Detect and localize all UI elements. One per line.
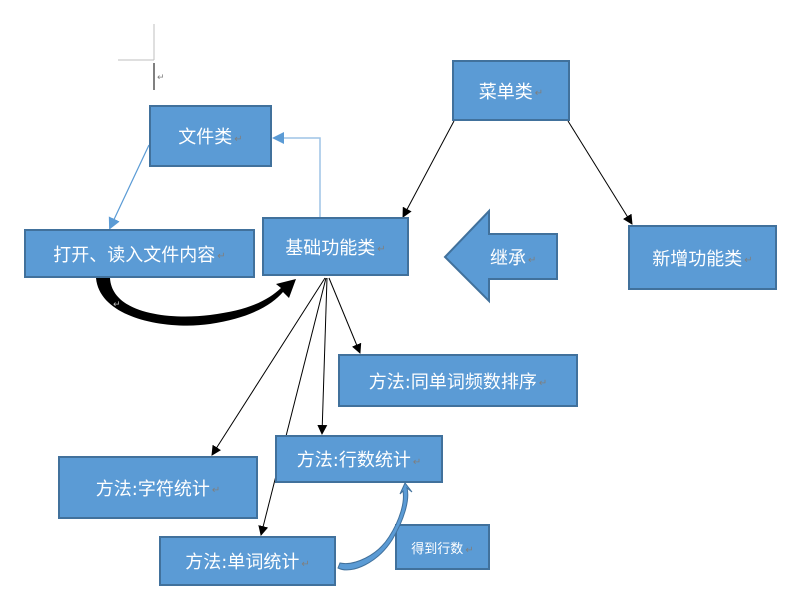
paragraph-mark-icon: ↵: [211, 485, 221, 496]
node-menu-class[interactable]: 菜单类↵: [452, 60, 570, 121]
node-label: 文件类: [178, 127, 233, 148]
node-label: 菜单类: [478, 81, 533, 103]
paragraph-mark-icon: ↵: [528, 254, 537, 266]
inherit-arrow-shape: [443, 208, 558, 304]
node-method-word[interactable]: 方法:单词统计↵: [159, 536, 336, 586]
edge-base-to-char: [211, 277, 326, 456]
node-label: 方法:单词统计: [185, 552, 300, 573]
node-label: 打开、读入文件内容: [53, 244, 216, 266]
paragraph-mark-icon: ↵: [301, 558, 310, 570]
paragraph-mark-icon: ↵: [234, 133, 243, 145]
paragraph-mark-icon: ↵: [744, 255, 753, 266]
node-base-class[interactable]: 基础功能类↵: [262, 217, 409, 276]
paragraph-mark-icon: ↵: [465, 544, 474, 556]
node-new-feature-class[interactable]: 新增功能类↵: [628, 225, 777, 290]
node-label: 基础功能类: [285, 237, 376, 259]
edge-open-to-base: [96, 278, 296, 326]
node-label: 方法:同单词频数排序: [368, 371, 537, 393]
paragraph-mark-icon: ↵: [534, 88, 544, 99]
node-label: 得到行数: [411, 541, 464, 557]
paragraph-mark-icon: ↵: [412, 456, 422, 468]
node-method-char[interactable]: 方法:字符统计↵: [58, 456, 258, 519]
inherit-label: 继承: [490, 248, 526, 269]
node-get-line-count[interactable]: 得到行数↵: [395, 524, 490, 570]
paragraph-mark-icon: ↵: [217, 251, 226, 262]
node-file-class[interactable]: 文件类↵: [149, 105, 272, 167]
edge-menu-to-base: [402, 120, 455, 218]
edge-base-to-file: [272, 132, 321, 217]
inherit-arrow-label[interactable]: 继承↵: [490, 244, 536, 270]
paragraph-mark-icon: ↵: [538, 378, 548, 389]
edge-base-to-sort: [328, 277, 362, 354]
node-method-line[interactable]: 方法:行数统计↵: [275, 435, 443, 483]
node-method-sort[interactable]: 方法:同单词频数排序↵: [338, 354, 578, 407]
paragraph-mark-icon: ↵: [377, 244, 386, 255]
node-open-read[interactable]: 打开、读入文件内容↵: [24, 229, 255, 278]
edge-menu-to-new: [567, 120, 633, 225]
edge-file-to-open: [108, 144, 150, 230]
edge-base-to-word: [258, 277, 327, 536]
page-corner-mark: [118, 24, 155, 61]
edge-base-to-line: [317, 277, 328, 435]
node-label: 方法:字符统计: [95, 478, 210, 500]
node-label: 方法:行数统计: [296, 450, 411, 471]
node-label: 新增功能类: [652, 248, 743, 270]
